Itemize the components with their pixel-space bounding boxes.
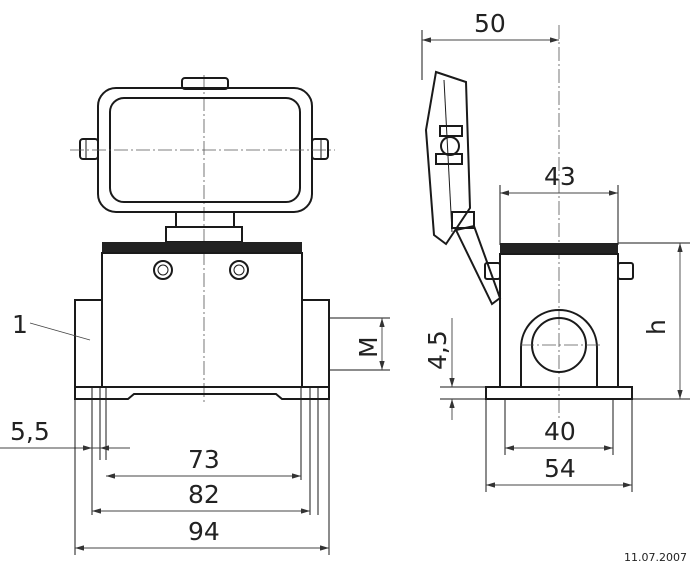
dim-5-5-text: 5,5: [10, 417, 50, 446]
side-hinge-block: [451, 211, 475, 229]
side-cover-latch-tab: [439, 125, 463, 137]
front-base-plate: [74, 386, 330, 400]
cover-top-tab: [181, 77, 229, 90]
side-bolt-left: [484, 262, 501, 280]
housing-screw-right: [229, 260, 249, 280]
dim-40-text: 40: [544, 417, 576, 446]
part-leader: [29, 322, 91, 341]
housing-body: [101, 252, 303, 388]
side-latch-lever: [454, 224, 502, 306]
dim-82-text: 82: [188, 480, 220, 509]
dim-54-text: 54: [544, 454, 576, 483]
dim-43-text: 43: [544, 162, 576, 191]
side-gasket: [500, 243, 618, 254]
cover-hinge-neck: [175, 211, 235, 228]
housing-screw-left-inner: [157, 264, 169, 276]
side-cover-inner: [443, 79, 453, 233]
housing-gasket: [102, 242, 302, 253]
dim-m-text: M: [354, 336, 383, 358]
dim-50-text: 50: [474, 9, 506, 38]
cover-right-pin: [311, 138, 329, 160]
dim-73-text: 73: [188, 445, 220, 474]
side-view: 50 43 h 4,5: [421, 9, 690, 492]
side-cover-open: [424, 70, 472, 246]
dim-94-text: 94: [188, 517, 220, 546]
side-base-plate: [485, 386, 633, 400]
front-view: 1 5,5 73 82 94 M: [0, 75, 390, 555]
left-cable-entry: [74, 299, 103, 388]
date-stamp: 11.07.2007: [624, 551, 687, 564]
dim-4-5-text: 4,5: [423, 330, 452, 370]
dim-h-text: h: [642, 319, 671, 335]
side-housing-body: [499, 253, 619, 388]
side-cover-latch-base: [435, 153, 463, 165]
side-cover-latch: [440, 136, 460, 156]
housing-screw-right-inner: [233, 264, 245, 276]
part-number-label: 1: [12, 310, 28, 339]
right-cable-entry: [301, 299, 330, 388]
housing-screw-left: [153, 260, 173, 280]
cover-left-pin: [79, 138, 99, 160]
side-bolt-right: [617, 262, 634, 280]
